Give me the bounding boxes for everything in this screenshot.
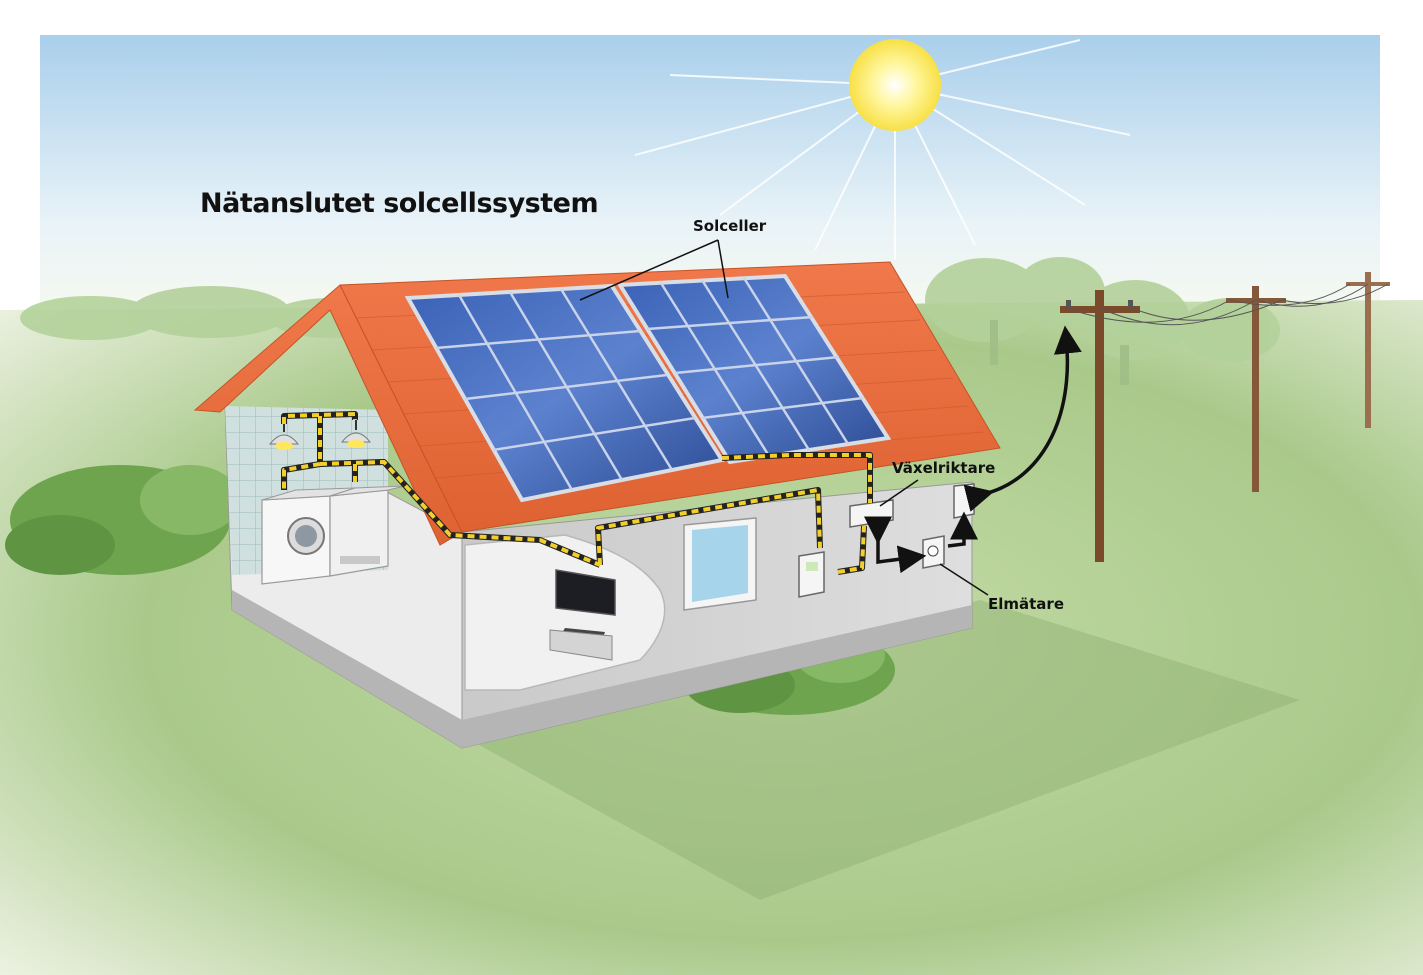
house-foundation [232, 590, 972, 748]
dryer [329, 485, 406, 577]
power-flow-arrows [864, 325, 1082, 574]
solar-cells-label: Solceller [693, 217, 767, 235]
indoor-meter [798, 551, 825, 598]
house-shadow [470, 600, 1300, 900]
power-pole-near [1060, 290, 1140, 562]
ceiling-lamp-2 [340, 420, 372, 448]
power-lines [1065, 283, 1389, 326]
inverter-label: Växelriktare [892, 459, 996, 477]
house-window [683, 517, 757, 611]
electricity-meter-label: Elmätare [988, 595, 1065, 613]
dc-ac-cabling [281, 411, 873, 575]
electricity-meter [922, 535, 945, 569]
solar-panel-left [404, 283, 726, 503]
solar-panel-right [616, 273, 892, 465]
page-title: Nätanslutet solcellssystem [200, 188, 599, 219]
living-room-cutaway [464, 534, 666, 691]
left-bush [5, 465, 240, 575]
label-leader-lines [579, 239, 989, 596]
washing-machine [261, 487, 356, 585]
sun-icon [849, 39, 941, 131]
grid-connection-box [953, 483, 975, 519]
television [549, 569, 616, 661]
sky [40, 35, 1380, 305]
